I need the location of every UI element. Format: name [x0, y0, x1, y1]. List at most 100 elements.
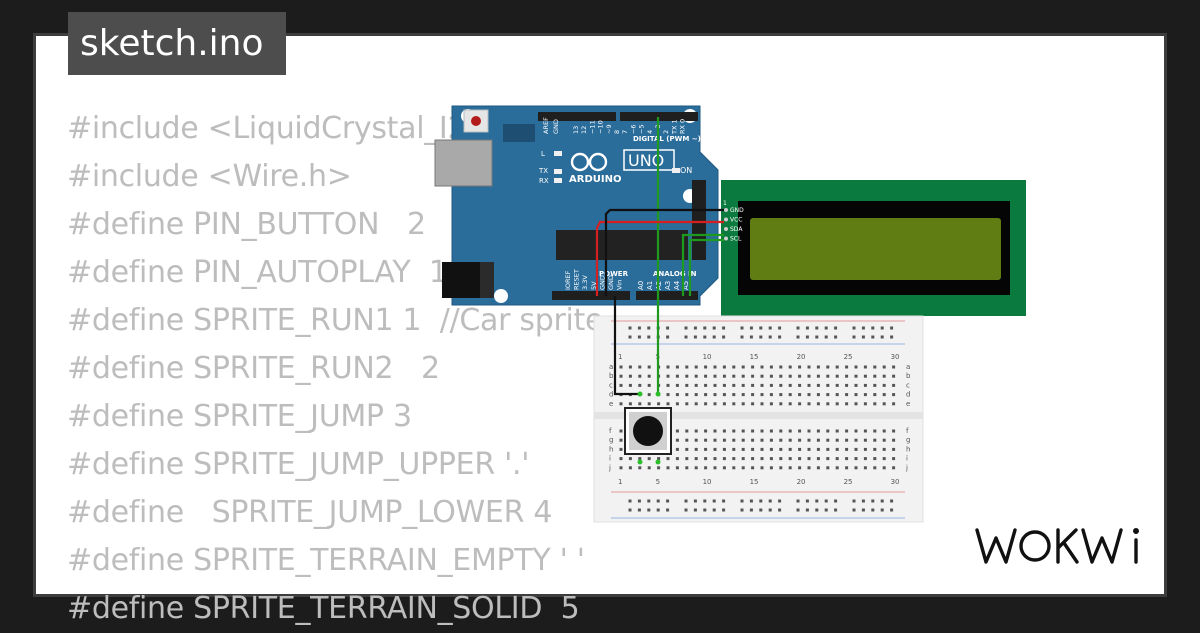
breadboard-hole[interactable]: [861, 335, 865, 339]
breadboard-hole[interactable]: [824, 499, 828, 503]
breadboard-hole[interactable]: [798, 466, 802, 470]
breadboard-hole[interactable]: [835, 429, 839, 433]
breadboard-hole[interactable]: [778, 499, 782, 503]
breadboard-hole[interactable]: [703, 508, 707, 512]
breadboard-hole[interactable]: [826, 429, 830, 433]
breadboard-hole[interactable]: [807, 393, 811, 397]
breadboard-hole[interactable]: [637, 499, 641, 503]
breadboard-hole[interactable]: [816, 374, 820, 378]
breadboard-hole[interactable]: [805, 326, 809, 330]
breadboard-hole[interactable]: [666, 499, 670, 503]
breadboard-hole[interactable]: [751, 383, 755, 387]
breadboard-hole[interactable]: [638, 365, 642, 369]
breadboard-hole[interactable]: [759, 335, 763, 339]
breadboard-hole[interactable]: [703, 335, 707, 339]
breadboard-hole[interactable]: [657, 457, 661, 461]
breadboard-hole[interactable]: [824, 326, 828, 330]
breadboard-hole[interactable]: [675, 429, 679, 433]
breadboard-hole[interactable]: [815, 335, 819, 339]
breadboard-hole[interactable]: [657, 466, 661, 470]
breadboard-hole[interactable]: [628, 402, 632, 406]
breadboard-hole[interactable]: [854, 447, 858, 451]
breadboard-hole[interactable]: [826, 402, 830, 406]
breadboard-hole[interactable]: [685, 402, 689, 406]
lcd-pin[interactable]: [724, 217, 728, 222]
breadboard-hole[interactable]: [760, 447, 764, 451]
breadboard-hole[interactable]: [815, 499, 819, 503]
breadboard-hole[interactable]: [712, 335, 716, 339]
breadboard-hole[interactable]: [863, 365, 867, 369]
breadboard-hole[interactable]: [834, 508, 838, 512]
breadboard-hole[interactable]: [816, 438, 820, 442]
breadboard-hole[interactable]: [768, 335, 772, 339]
breadboard-hole[interactable]: [694, 402, 698, 406]
breadboard-hole[interactable]: [694, 466, 698, 470]
breadboard-hole[interactable]: [759, 508, 763, 512]
breadboard-hole[interactable]: [845, 402, 849, 406]
breadboard-hole[interactable]: [619, 374, 623, 378]
breadboard-hole[interactable]: [882, 365, 886, 369]
breadboard-hole[interactable]: [713, 429, 717, 433]
breadboard-hole[interactable]: [805, 335, 809, 339]
breadboard-hole[interactable]: [722, 457, 726, 461]
breadboard-hole[interactable]: [835, 438, 839, 442]
breadboard-hole[interactable]: [863, 457, 867, 461]
breadboard-hole[interactable]: [749, 508, 753, 512]
breadboard-hole[interactable]: [619, 429, 623, 433]
breadboard-hole[interactable]: [760, 383, 764, 387]
breadboard-hole[interactable]: [816, 447, 820, 451]
breadboard-hole[interactable]: [628, 508, 632, 512]
breadboard-hole[interactable]: [749, 326, 753, 330]
breadboard-hole[interactable]: [798, 383, 802, 387]
breadboard-hole[interactable]: [854, 402, 858, 406]
breadboard-hole[interactable]: [882, 466, 886, 470]
breadboard-hole[interactable]: [769, 438, 773, 442]
breadboard-hole[interactable]: [882, 447, 886, 451]
breadboard-hole[interactable]: [835, 374, 839, 378]
breadboard-hole[interactable]: [628, 499, 632, 503]
breadboard-hole[interactable]: [722, 438, 726, 442]
breadboard-hole[interactable]: [628, 383, 632, 387]
breadboard-hole[interactable]: [732, 457, 736, 461]
breadboard-hole[interactable]: [890, 326, 894, 330]
breadboard-hole[interactable]: [647, 466, 651, 470]
breadboard-hole[interactable]: [816, 383, 820, 387]
breadboard-hole[interactable]: [675, 457, 679, 461]
breadboard-hole[interactable]: [807, 429, 811, 433]
breadboard-hole[interactable]: [722, 326, 726, 330]
breadboard-hole[interactable]: [798, 365, 802, 369]
breadboard-hole[interactable]: [854, 374, 858, 378]
breadboard-hole[interactable]: [890, 335, 894, 339]
breadboard-hole[interactable]: [798, 457, 802, 461]
breadboard-hole[interactable]: [873, 365, 877, 369]
breadboard-hole[interactable]: [863, 447, 867, 451]
breadboard-hole[interactable]: [722, 393, 726, 397]
breadboard-hole[interactable]: [647, 457, 651, 461]
breadboard-hole[interactable]: [798, 402, 802, 406]
breadboard-hole[interactable]: [892, 438, 896, 442]
breadboard-hole[interactable]: [845, 447, 849, 451]
breadboard-hole[interactable]: [656, 508, 660, 512]
breadboard-hole[interactable]: [741, 457, 745, 461]
breadboard-hole[interactable]: [751, 365, 755, 369]
breadboard-hole[interactable]: [779, 466, 783, 470]
lcd-pin[interactable]: [724, 236, 728, 241]
breadboard-hole[interactable]: [796, 508, 800, 512]
breadboard-hole[interactable]: [666, 365, 670, 369]
breadboard-hole[interactable]: [760, 374, 764, 378]
breadboard-hole[interactable]: [704, 438, 708, 442]
breadboard-hole[interactable]: [694, 429, 698, 433]
breadboard-hole[interactable]: [871, 499, 875, 503]
breadboard-hole[interactable]: [628, 335, 632, 339]
breadboard-hole[interactable]: [805, 499, 809, 503]
breadboard-hole[interactable]: [890, 499, 894, 503]
breadboard-hole[interactable]: [703, 326, 707, 330]
breadboard-hole[interactable]: [666, 335, 670, 339]
breadboard-hole[interactable]: [798, 374, 802, 378]
breadboard-hole[interactable]: [694, 374, 698, 378]
breadboard-hole[interactable]: [704, 429, 708, 433]
breadboard-hole[interactable]: [647, 508, 651, 512]
breadboard-hole[interactable]: [666, 402, 670, 406]
breadboard-hole[interactable]: [778, 335, 782, 339]
breadboard-hole[interactable]: [741, 429, 745, 433]
